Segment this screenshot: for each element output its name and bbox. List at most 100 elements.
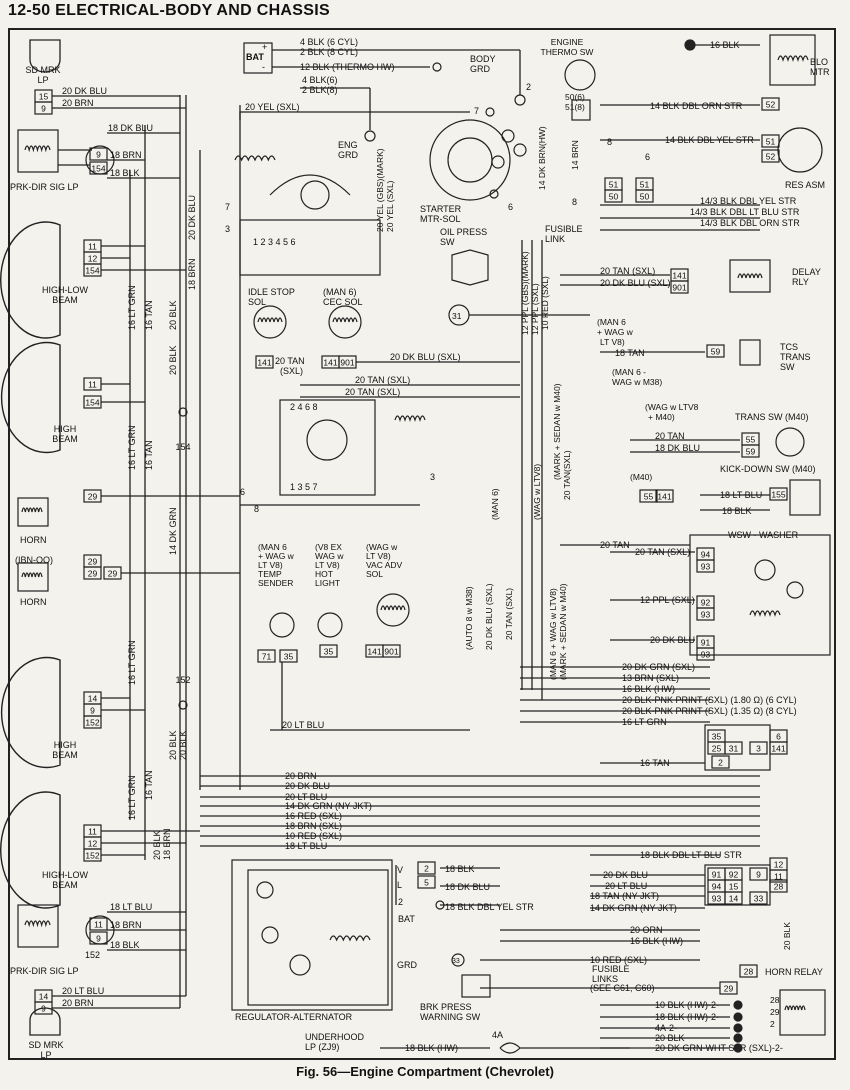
wire-label: 154 xyxy=(175,442,190,452)
resistor-assembly xyxy=(777,127,823,173)
connector-block xyxy=(741,444,760,458)
connector-number: 55 xyxy=(746,435,756,445)
connector-number: 9 xyxy=(756,870,761,880)
wire-label: 2 BLK(8) xyxy=(302,85,338,95)
eng-ground xyxy=(364,130,376,142)
wire-label: 20 DK BLU (SXL) xyxy=(390,352,461,362)
connector-number: 93 xyxy=(701,562,711,572)
wire-label: 6 xyxy=(508,202,513,212)
connector-block xyxy=(749,891,768,905)
brk-press-switch xyxy=(461,974,491,998)
wire-label: (MARK + SEDAN w M40) xyxy=(552,383,562,480)
wire-label: 18 TAN (NY JKT) xyxy=(590,891,659,901)
wire-label: 16 TAN xyxy=(640,758,670,768)
wire-label: 18 BRN xyxy=(110,920,142,930)
wire-label: (MAN 6 - xyxy=(612,367,646,377)
distributor-pickup xyxy=(394,415,426,423)
cylinder-numbers: 1 2 3 4 5 6 xyxy=(253,237,296,247)
wire-label: 4 BLK(6) xyxy=(302,75,338,85)
horn-coil xyxy=(21,507,43,513)
connector-number: 11 xyxy=(774,872,783,882)
lamp-filament xyxy=(24,145,51,153)
distributor-cap xyxy=(300,180,330,210)
connector-number: 52 xyxy=(766,100,776,110)
lamp-label: PRK-DIR SIG LP xyxy=(10,966,79,976)
starter-terminal-b xyxy=(513,143,527,157)
wire-label: 20 YEL (GBS)(MARK) xyxy=(375,148,385,232)
connector-block xyxy=(761,134,780,148)
connector-number: 141 xyxy=(672,271,686,281)
wire-label: 18 BLK xyxy=(110,168,140,178)
wire-label: 18 BLK (HW)-2- xyxy=(655,1012,719,1022)
connector-number: 6 xyxy=(776,732,781,742)
wire-label: 20 TAN xyxy=(655,431,685,441)
wire-label: (M40) xyxy=(630,472,652,482)
connector-block xyxy=(655,489,674,503)
horn-relay xyxy=(779,989,826,1036)
connector-number: 12 xyxy=(88,839,98,849)
wire-label: 10 RED (SXL) xyxy=(590,955,647,965)
temp-sender xyxy=(269,612,295,638)
connector-block xyxy=(255,355,274,369)
wire-label: (AUTO 8 w M38) xyxy=(464,586,474,650)
trans-sw-label: TRANS SW (M40) xyxy=(735,412,809,422)
connector-number: 901 xyxy=(340,358,354,368)
wire-label: 16 TAN xyxy=(144,440,154,470)
connector-number: 94 xyxy=(712,882,722,892)
wire-label: 14 BLK DBL YEL STR xyxy=(665,135,754,145)
connector-number: 28 xyxy=(744,967,754,977)
connector-number: 15 xyxy=(39,92,49,102)
wire-label: V xyxy=(397,865,403,875)
tcs-switch xyxy=(739,339,761,366)
engine-thermo-switch xyxy=(564,59,596,91)
horn-bottom-body xyxy=(17,562,49,592)
connector-block xyxy=(639,489,658,503)
wsw-washer-box xyxy=(689,534,831,656)
transistor xyxy=(261,926,279,944)
wire-label: 18 BLK (HW) xyxy=(405,1043,458,1053)
wire-label: 14 DK BRN(HW) xyxy=(537,126,547,190)
connector-block xyxy=(83,715,102,729)
connector-number: 901 xyxy=(672,283,686,293)
solenoid-coil xyxy=(257,317,283,323)
connector-number: 9 xyxy=(96,934,101,944)
connector-number: 154 xyxy=(85,266,99,276)
wire-label: 2 BLK (8 CYL) xyxy=(300,47,358,57)
wire-label: 4A-2- xyxy=(655,1023,677,1033)
wire-label: 13 BRN (SXL) xyxy=(622,673,679,683)
firing-order-bottom: 1 3 5 7 xyxy=(290,482,318,492)
headlamp-high-bottom xyxy=(0,656,61,769)
wire-label: 20 BLK xyxy=(168,730,178,760)
horn-relay-label: HORN RELAY xyxy=(765,967,823,977)
res-asm-label: RES ASM xyxy=(785,180,825,190)
wire-label: 8 xyxy=(572,197,577,207)
wire-label: 16 LT GRN xyxy=(127,285,137,330)
lamp-label: PRK-DIR SIG LP xyxy=(10,182,79,192)
wire-label: 18 BLK xyxy=(110,940,140,950)
connector-number: 154 xyxy=(91,164,105,174)
connector-block xyxy=(696,607,715,621)
connector-number: 11 xyxy=(88,242,97,252)
wire-label: 18 LT BLU xyxy=(110,902,152,912)
connector-number: 29 xyxy=(724,984,734,994)
wire-label: 18 DK BLU xyxy=(655,443,700,453)
washer-spring xyxy=(754,559,776,581)
wire-label: 20 LT BLU xyxy=(62,986,104,996)
connector-block xyxy=(604,189,623,203)
connector-number: 141 xyxy=(771,744,785,754)
connector-number: 141 xyxy=(657,492,671,502)
connector-block xyxy=(749,741,768,755)
ignition-coil-box xyxy=(239,219,381,276)
page-title: 12-50 ELECTRICAL-BODY AND CHASSIS xyxy=(8,2,330,19)
cec-sol-label: (MAN 6)CEC SOL xyxy=(323,287,363,307)
wire-label: 18 BRN xyxy=(110,150,142,160)
connector-number: 152 xyxy=(85,851,99,861)
